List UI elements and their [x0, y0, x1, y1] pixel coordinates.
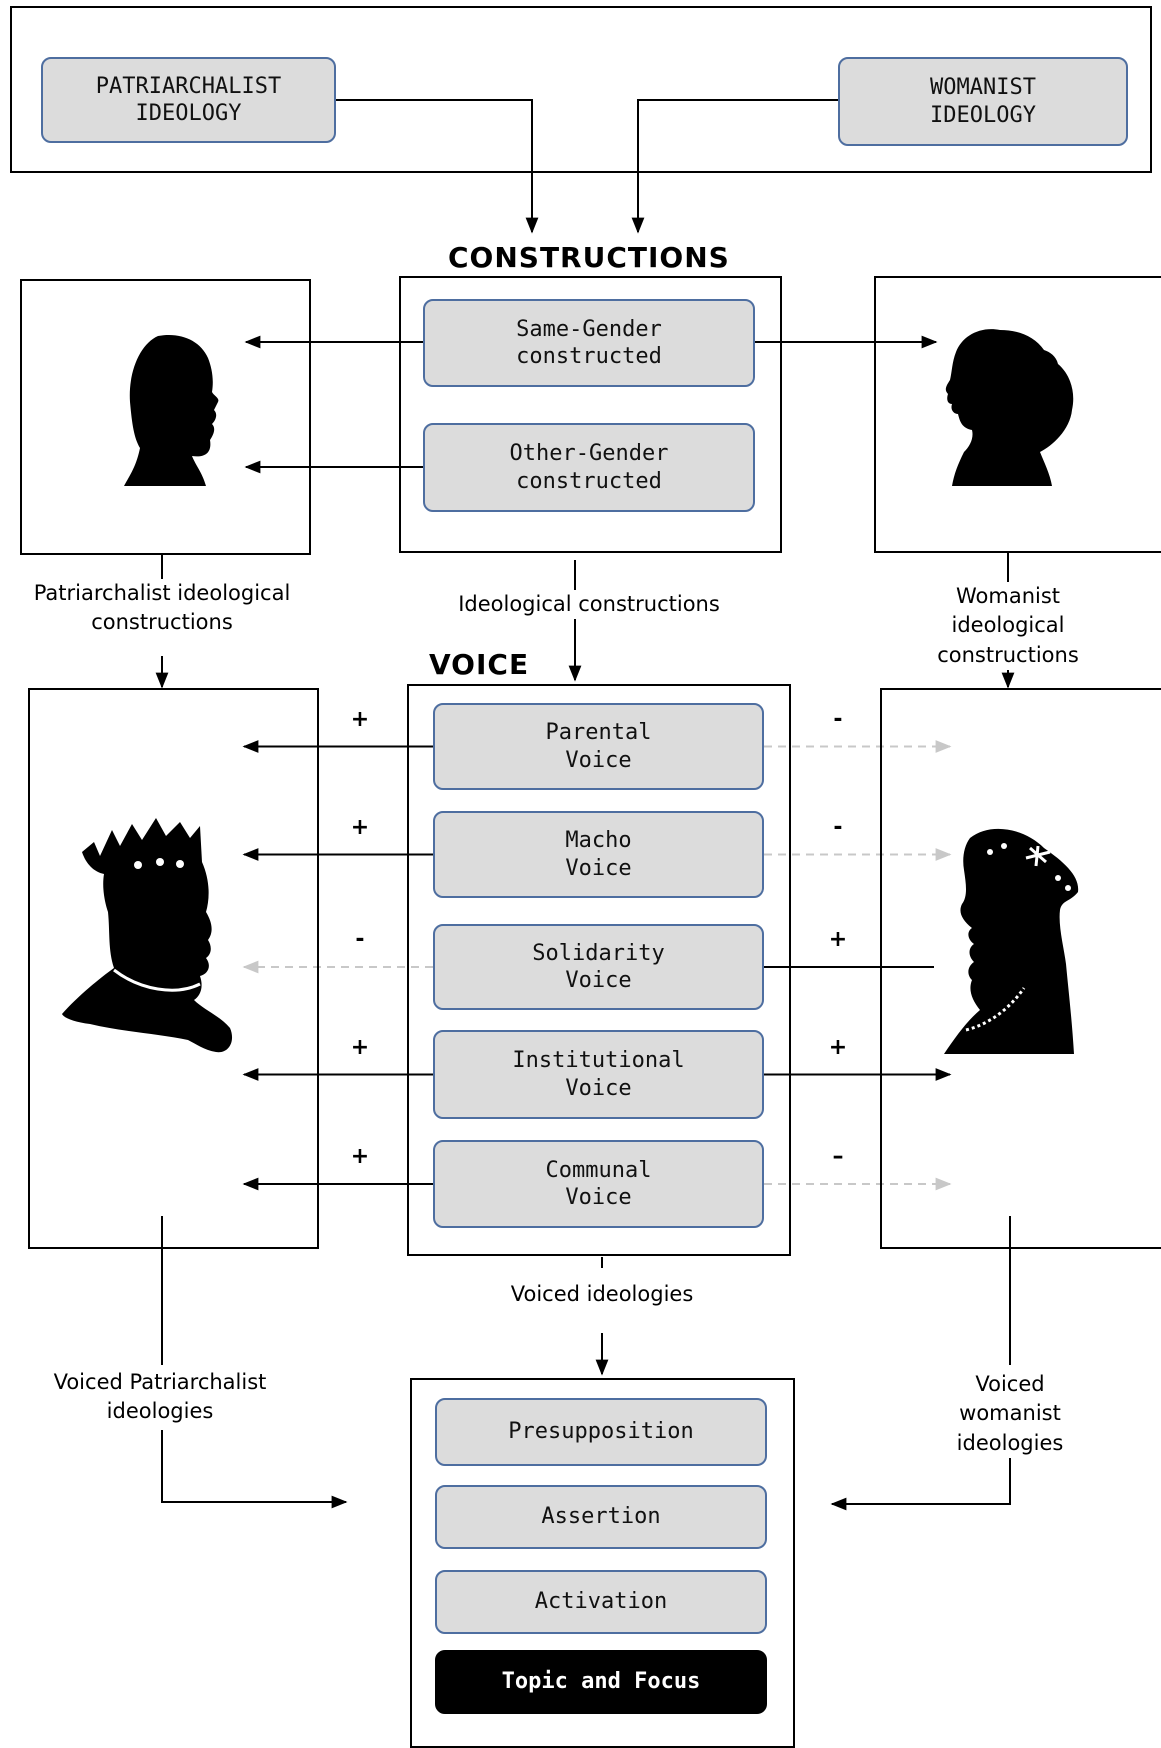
- womanist-to-constructions-arrow: [631, 99, 838, 234]
- voiced-patriarchalist-arrow: [161, 1430, 348, 1509]
- voiced-ideologies-label: Voiced ideologies: [510, 1280, 694, 1310]
- patriarchalist-constructions-label: Patriarchalist ideological constructions: [33, 579, 291, 638]
- ideological-constructions-label: Ideological constructions: [458, 590, 720, 620]
- voice-right-sign-3: +: [828, 1034, 848, 1060]
- voice-right-sign-1: -: [833, 814, 843, 840]
- activation-box: Activation: [435, 1570, 767, 1634]
- voice-right-sign-4: –: [832, 1144, 844, 1169]
- construction-arrows: [244, 335, 938, 474]
- king-silhouette-icon: [62, 818, 233, 1053]
- other-gender-constructed-box: Other-Gender constructed: [423, 423, 755, 512]
- voice-item-1: Macho Voice: [433, 811, 764, 898]
- boy-panel: [20, 279, 311, 555]
- voice-item-0: Parental Voice: [433, 703, 764, 790]
- voiced-womanist-label: Voiced womanist ideologies: [934, 1370, 1086, 1459]
- top-ideology-frame: [10, 6, 1152, 173]
- voice-left-sign-4: +: [350, 1144, 370, 1169]
- voice-heading: VOICE: [429, 648, 530, 681]
- voice-right-sign-0: -: [833, 706, 843, 732]
- voice-panel: [407, 684, 791, 1256]
- womanist-ideology-box: WOMANIST IDEOLOGY: [838, 57, 1128, 146]
- same-gender-constructed-box: Same-Gender constructed: [423, 299, 755, 387]
- voice-left-sign-3: +: [350, 1034, 370, 1060]
- voice-left-sign-2: -: [355, 927, 365, 952]
- voice-arrows: [242, 740, 952, 1191]
- assertion-box: Assertion: [435, 1485, 767, 1549]
- voice-right-sign-2: +: [828, 927, 848, 952]
- womanist-voice-panel: [880, 688, 1161, 1249]
- voiced-patriarchalist-label: Voiced Patriarchalist ideologies: [53, 1368, 267, 1427]
- top-connectors: [336, 99, 838, 234]
- voice-item-2: Solidarity Voice: [433, 924, 764, 1010]
- presupposition-box: Presupposition: [435, 1398, 767, 1466]
- patriarchalist-ideology-box: PATRIARCHALIST IDEOLOGY: [41, 57, 336, 143]
- girl-panel: [874, 276, 1161, 553]
- constructions-heading: CONSTRUCTIONS: [448, 241, 730, 274]
- topic-and-focus-box: Topic and Focus: [435, 1650, 767, 1714]
- womanist-constructions-label: Womanist ideological constructions: [931, 582, 1085, 671]
- vertical-flows: [155, 553, 1015, 1511]
- constructions-panel: [399, 276, 782, 553]
- boy-silhouette-icon: [124, 334, 219, 486]
- queen-silhouette-icon: [944, 828, 1079, 1054]
- voice-item-3: Institutional Voice: [433, 1030, 764, 1119]
- patriarchalist-voice-panel: [28, 688, 319, 1249]
- voice-left-sign-0: +: [350, 706, 370, 732]
- patriarchalist-to-constructions-arrow: [336, 99, 539, 234]
- voice-item-4: Communal Voice: [433, 1140, 764, 1228]
- girl-silhouette-icon: [945, 329, 1074, 486]
- voice-left-sign-1: +: [350, 814, 370, 840]
